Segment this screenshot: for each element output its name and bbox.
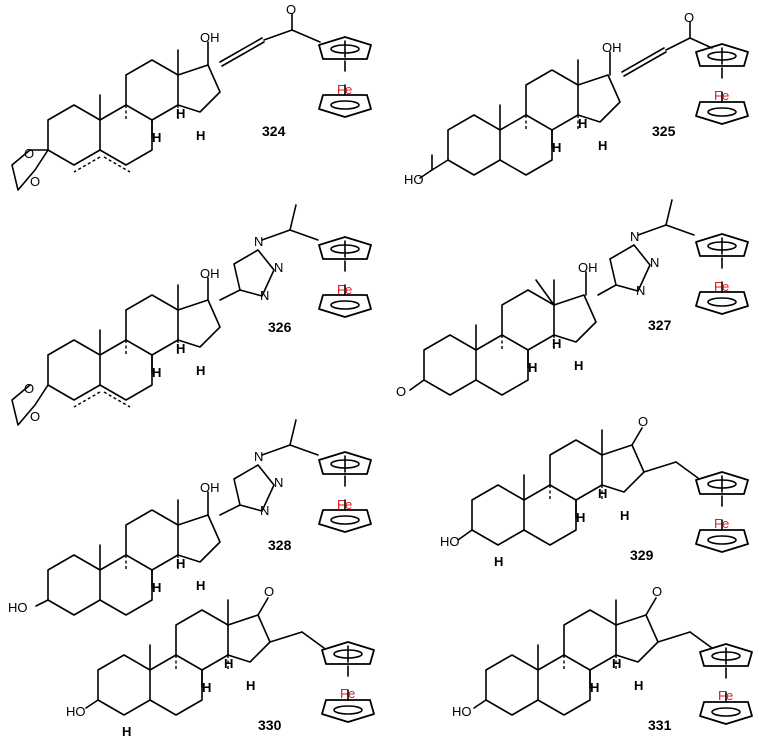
compound-number-327: 327 <box>648 317 672 333</box>
iron-label: Fe <box>718 688 733 703</box>
compound-330: HO O Fe H H H H 330 <box>66 584 375 739</box>
h-label: H <box>590 680 599 695</box>
triazole-n1: N <box>254 449 263 464</box>
h-label: H <box>152 130 161 145</box>
triazole-n2: N <box>274 475 283 490</box>
triazole-n3: N <box>260 288 269 303</box>
h-label: H <box>612 656 621 671</box>
compound-number-328: 328 <box>268 537 292 553</box>
h-label: H <box>576 510 585 525</box>
h-label: H <box>574 358 583 373</box>
enone-oxygen-label: O <box>396 384 406 399</box>
iron-label: Fe <box>714 516 729 531</box>
h-label: H <box>122 724 131 739</box>
ketal-oxygen-upper: O <box>24 146 34 161</box>
iron-label: Fe <box>714 279 729 294</box>
hydroxyl-label: OH <box>200 30 220 45</box>
compound-325: HO OH O Fe H H H 325 <box>404 10 749 187</box>
hydroxyl-label: OH <box>200 266 220 281</box>
triazole-n1: N <box>630 229 639 244</box>
compound-324: O O OH O Fe H H H 324 <box>11 2 372 191</box>
compound-number-331: 331 <box>648 717 672 733</box>
compound-326: O O OH N N N Fe H H H 326 <box>11 204 372 426</box>
h-label: H <box>176 556 185 571</box>
compound-329: HO O Fe H H H H 329 <box>440 414 749 569</box>
phenol-label: HO <box>8 600 28 615</box>
compound-number-326: 326 <box>268 319 292 335</box>
h-label: H <box>196 128 205 143</box>
ketone-oxygen-label: O <box>684 10 694 25</box>
triazole-n2: N <box>650 255 659 270</box>
h-label: H <box>176 341 185 356</box>
hydroxyl-label: OH <box>602 40 622 55</box>
h-label: H <box>528 360 537 375</box>
compound-327: O OH N N N Fe H H H 327 <box>396 199 749 399</box>
h-label: H <box>202 680 211 695</box>
h-label: H <box>620 508 629 523</box>
triazole-n1: N <box>254 234 263 249</box>
h-label: H <box>634 678 643 693</box>
compound-328: HO OH N N N Fe H H H 328 <box>8 419 372 616</box>
hydroxyl-label: OH <box>200 480 220 495</box>
h-label: H <box>196 363 205 378</box>
h-label: H <box>246 678 255 693</box>
h-label: H <box>494 554 503 569</box>
ketal-oxygen-upper: O <box>24 381 34 396</box>
hydroxyl-label: OH <box>578 260 598 275</box>
h-label: H <box>176 106 185 121</box>
ketal-oxygen-lower: O <box>30 174 40 189</box>
triazole-n2: N <box>274 260 283 275</box>
ketone-oxygen-label: O <box>264 584 274 599</box>
compound-number-329: 329 <box>630 547 654 563</box>
hydroxyl-label: HO <box>440 534 460 549</box>
ketone-oxygen-label: O <box>286 2 296 17</box>
iron-label: Fe <box>337 497 352 512</box>
compound-number-324: 324 <box>262 123 286 139</box>
h-label: H <box>152 365 161 380</box>
compound-331: HO O Fe H H H 331 <box>452 584 753 733</box>
iron-label: Fe <box>337 282 352 297</box>
h-label: H <box>552 140 561 155</box>
phenol-label: HO <box>404 172 424 187</box>
hydroxyl-label: HO <box>66 704 86 719</box>
hydroxyl-label: HO <box>452 704 472 719</box>
triazole-n3: N <box>260 503 269 518</box>
h-label: H <box>196 578 205 593</box>
compound-number-325: 325 <box>652 123 676 139</box>
iron-label: Fe <box>714 88 729 103</box>
h-label: H <box>598 138 607 153</box>
ketal-oxygen-lower: O <box>30 409 40 424</box>
h-label: H <box>578 116 587 131</box>
h-label: H <box>552 336 561 351</box>
h-label: H <box>224 656 233 671</box>
h-label: H <box>152 580 161 595</box>
ketone-oxygen-label: O <box>652 584 662 599</box>
iron-label: Fe <box>337 82 352 97</box>
compound-number-330: 330 <box>258 717 282 733</box>
triazole-n3: N <box>636 283 645 298</box>
iron-label: Fe <box>340 686 355 701</box>
ketone-oxygen-label: O <box>638 414 648 429</box>
h-label: H <box>598 486 607 501</box>
